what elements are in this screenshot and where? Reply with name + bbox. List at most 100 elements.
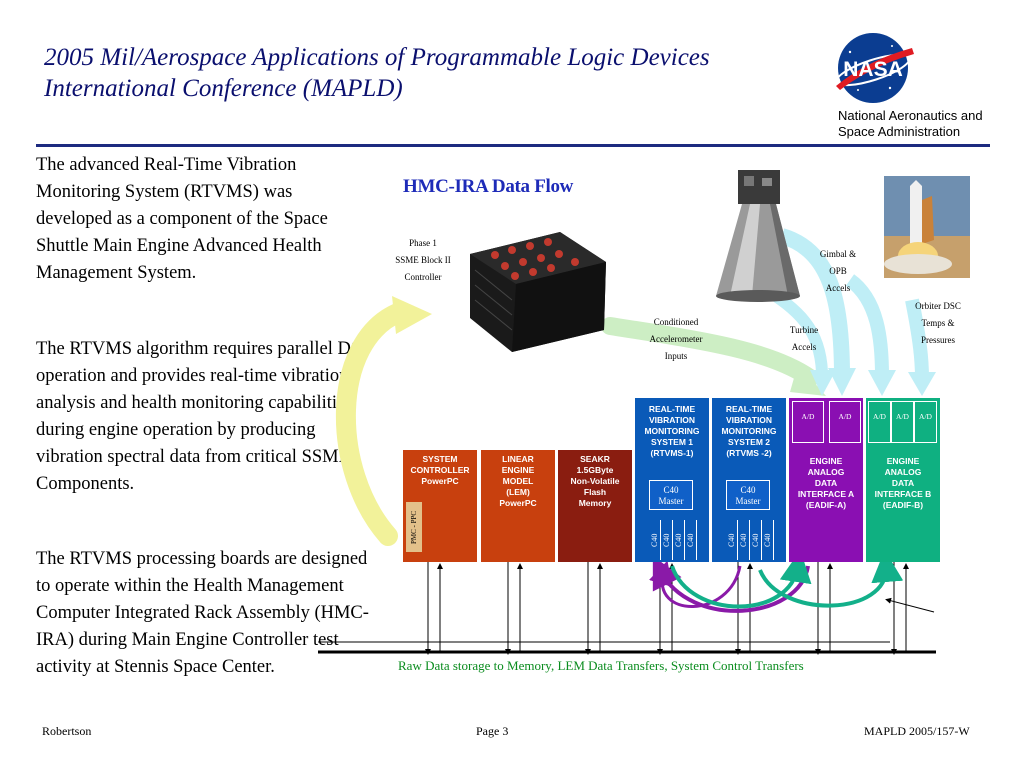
label-orbiter-line3: Pressures (921, 335, 955, 345)
rt2-c40-d: C40 (762, 520, 774, 560)
label-phase1: Phase 1 SSME Block II Controller (378, 235, 468, 286)
rt1-c40-slaves: C40 C40 C40 C40 (649, 520, 699, 560)
page-title: 2005 Mil/Aerospace Applications of Progr… (44, 42, 710, 104)
rt2-c40-b: C40 (738, 520, 750, 560)
board-eadif-a: A/D A/D ENGINE ANALOG DATA INTERFACE A (… (789, 398, 863, 562)
rt2-line5: (RTVMS -2) (726, 448, 772, 458)
seakr-line2: 1.5GByte (576, 465, 614, 475)
label-phase1-line2: SSME Block II (395, 255, 451, 265)
eadifa-ad-2: A/D (829, 401, 861, 443)
seakr-line4: Flash (583, 487, 607, 497)
lem-line5: PowerPC (499, 498, 537, 508)
rt1-c40-b: C40 (661, 520, 673, 560)
label-cond-line3: Inputs (664, 351, 688, 361)
pmc-ppc-module: PMC - PPC (406, 502, 422, 552)
label-cond-line1: Conditioned (653, 317, 699, 327)
eadifa-ad-1: A/D (792, 401, 824, 443)
eadifb-line3: DATA (891, 478, 915, 488)
lem-line4: (LEM) (506, 487, 530, 497)
label-phase1-line3: Controller (404, 272, 442, 282)
rt1-line2: VIBRATION (648, 415, 696, 425)
seakr-line3: Non-Volatile (570, 476, 620, 486)
footer-doc-id: MAPLD 2005/157-W (864, 724, 970, 738)
eadifb-ad-1: A/D (868, 401, 891, 443)
rt2-line2: VIBRATION (725, 415, 773, 425)
paragraph-2: The RTVMS algorithm requires parallel DS… (36, 339, 371, 494)
board-rtvms-1: REAL-TIME VIBRATION MONITORING SYSTEM 1 … (635, 398, 709, 562)
rt1-c40-d: C40 (685, 520, 697, 560)
label-conditioned-inputs: Conditioned Accelerometer Inputs (636, 314, 716, 365)
rt2-c40-a: C40 (726, 520, 738, 560)
rt1-master-line1: C40 (663, 485, 679, 495)
board-lem: LINEAR ENGINE MODEL (LEM) PowerPC (481, 450, 555, 562)
seakr-line1: SEAKR (580, 454, 610, 464)
org-line-2: Space Administration (838, 124, 961, 139)
sys-line2: CONTROLLER (410, 465, 470, 475)
label-phase1-line1: Phase 1 (409, 238, 437, 248)
eadifb-line2: ANALOG (884, 467, 922, 477)
shuttle-image (884, 176, 970, 278)
board-eadif-b: A/D A/D A/D ENGINE ANALOG DATA INTERFACE… (866, 398, 940, 562)
eadifa-line4: INTERFACE A (797, 489, 855, 499)
diagram-title: HMC-IRA Data Flow (403, 176, 574, 197)
eadifb-line4: INTERFACE B (874, 489, 932, 499)
eadifb-ad-2: A/D (891, 401, 914, 443)
title-line-2: International Conference (MAPLD) (44, 75, 403, 102)
eadifa-line5: (EADIF-A) (805, 500, 847, 510)
nasa-logo: NASA (828, 30, 918, 108)
lem-line1: LINEAR (502, 454, 534, 464)
label-orbiter-line1: Orbiter DSC (915, 301, 961, 311)
lem-line2: ENGINE (501, 465, 535, 475)
rt1-c40-master: C40 Master (649, 480, 693, 510)
rt2-line1: REAL-TIME (725, 404, 773, 414)
controller-image (470, 232, 606, 352)
eadifa-line1: ENGINE (809, 456, 843, 466)
rt1-line3: MONITORING (644, 426, 700, 436)
eadifb-line5: (EADIF-B) (882, 500, 924, 510)
paragraph-1: The advanced Real-Time Vibration Monitor… (36, 155, 328, 283)
org-name: National Aeronautics and Space Administr… (838, 108, 983, 140)
bus-caption: Raw Data storage to Memory, LEM Data Tra… (398, 658, 804, 673)
header-divider (36, 144, 990, 147)
rt1-line5: (RTVMS-1) (650, 448, 694, 458)
rt2-c40-c: C40 (750, 520, 762, 560)
seakr-line5: Memory (578, 498, 612, 508)
bus-lines (318, 562, 936, 655)
title-line-1: 2005 Mil/Aerospace Applications of Progr… (44, 44, 710, 71)
board-seakr: SEAKR 1.5GByte Non-Volatile Flash Memory (558, 450, 632, 562)
rt1-master-line2: Master (658, 496, 684, 506)
label-gimbal: Gimbal & OPB Accels (808, 246, 868, 297)
rt2-line4: SYSTEM 2 (727, 437, 771, 447)
board-rtvms-2: REAL-TIME VIBRATION MONITORING SYSTEM 2 … (712, 398, 786, 562)
label-turbine: Turbine Accels (776, 322, 832, 356)
green-input-arrow (601, 317, 826, 396)
board-system-controller: SYSTEM CONTROLLER PowerPC PMC - PPC (403, 450, 477, 562)
transfer-arrows (649, 550, 904, 613)
sys-line1: SYSTEM (422, 454, 458, 464)
rt2-master-line2: Master (735, 496, 761, 506)
label-cond-line2: Accelerometer (649, 334, 703, 344)
footer-page-number: Page 3 (476, 724, 509, 738)
rt2-c40-master: C40 Master (726, 480, 770, 510)
logo-text: NASA (843, 58, 903, 81)
eadifa-line3: DATA (814, 478, 838, 488)
paragraph-3: The RTVMS processing boards are designed… (36, 549, 369, 677)
eadifa-line2: ANALOG (807, 467, 845, 477)
org-line-1: National Aeronautics and (838, 108, 983, 123)
label-gimbal-line3: Accels (825, 283, 851, 293)
rt1-line4: SYSTEM 1 (650, 437, 694, 447)
rt2-c40-slaves: C40 C40 C40 C40 (726, 520, 776, 560)
engine-image (716, 170, 800, 302)
rt2-master-line1: C40 (740, 485, 756, 495)
rt1-c40-c: C40 (673, 520, 685, 560)
eadifb-line1: ENGINE (886, 456, 920, 466)
lem-line3: MODEL (502, 476, 534, 486)
label-orbiter: Orbiter DSC Temps & Pressures (900, 298, 976, 349)
yellow-flow-arrow (336, 296, 432, 546)
footer-author: Robertson (42, 724, 92, 738)
label-gimbal-line1: Gimbal & (819, 249, 857, 259)
rt1-line1: REAL-TIME (648, 404, 696, 414)
rt2-line3: MONITORING (721, 426, 777, 436)
sys-line3: PowerPC (421, 476, 459, 486)
